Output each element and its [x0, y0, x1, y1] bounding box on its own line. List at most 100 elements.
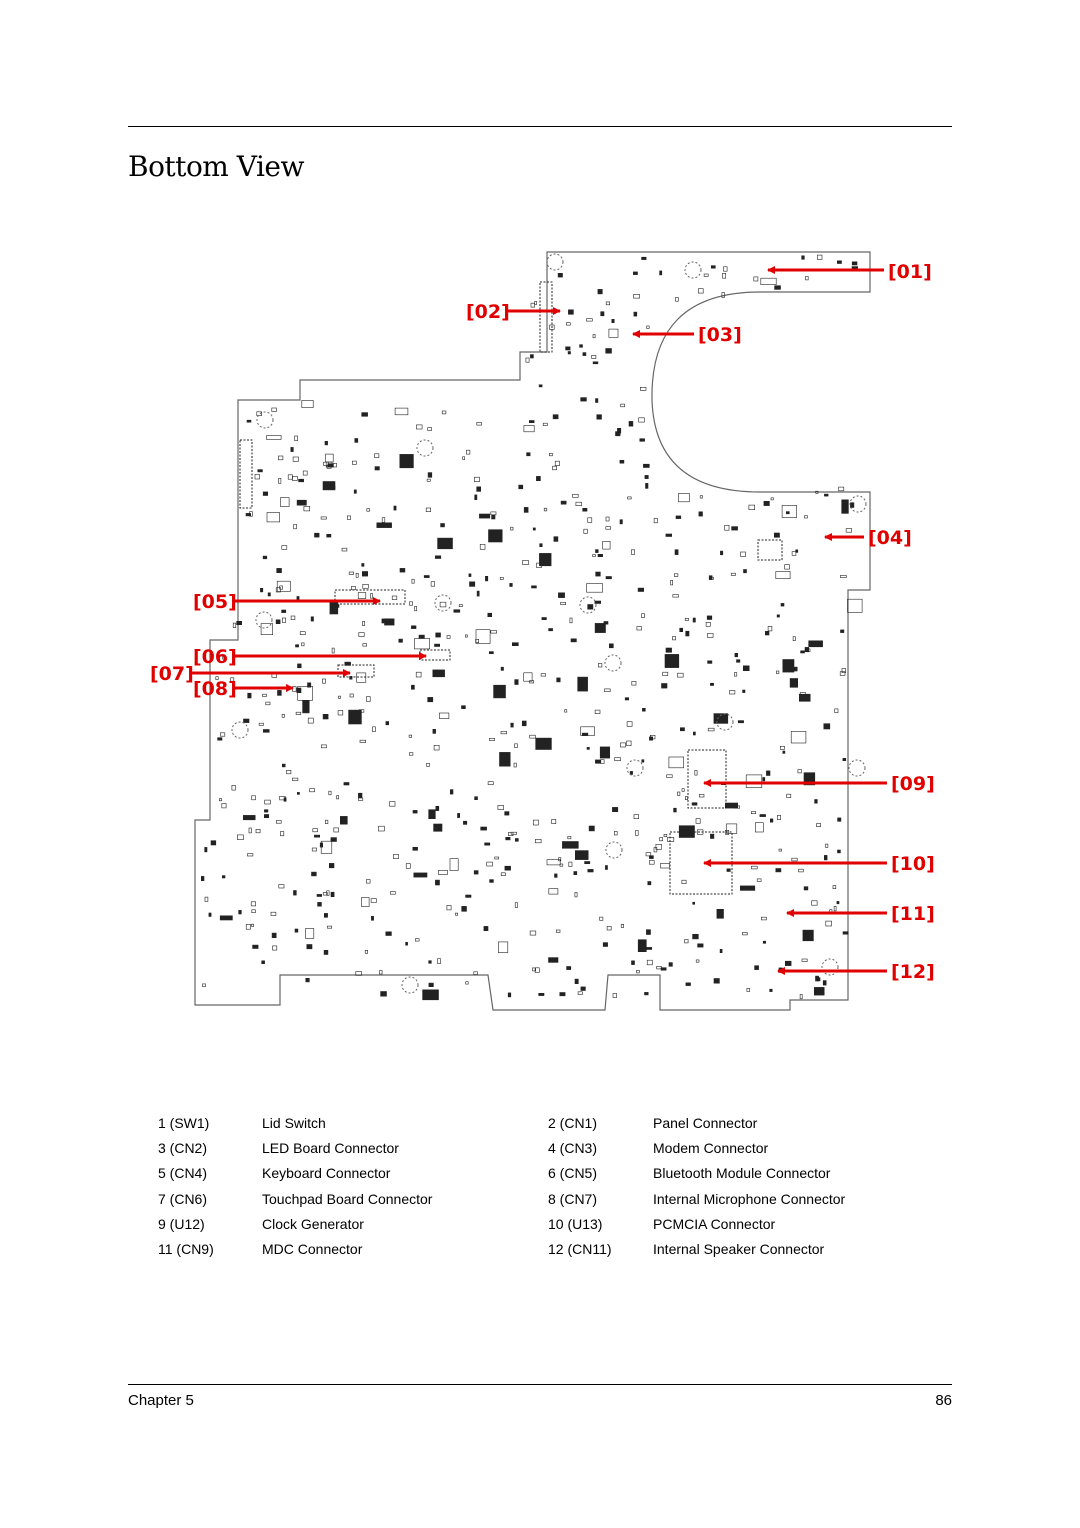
board-component — [507, 992, 512, 998]
board-component — [769, 988, 773, 992]
board-component — [439, 601, 447, 608]
board-component — [465, 981, 469, 985]
board-component — [243, 815, 256, 821]
board-component — [823, 723, 831, 730]
board-component — [414, 606, 417, 612]
board-component — [219, 798, 223, 802]
board-component — [577, 676, 588, 692]
board-component — [262, 555, 268, 560]
board-component — [803, 886, 809, 891]
board-component — [426, 478, 431, 482]
legend-name: MDC Connector — [262, 1241, 363, 1258]
board-component — [217, 737, 223, 741]
board-component — [243, 718, 250, 723]
board-component — [358, 792, 363, 799]
board-component — [564, 709, 568, 713]
board-component — [485, 575, 489, 582]
board-component — [839, 671, 846, 676]
board-component — [789, 678, 798, 688]
board-component — [552, 465, 557, 471]
board-component — [374, 466, 380, 471]
board-component — [667, 837, 675, 842]
board-component — [653, 847, 658, 853]
board-component — [742, 932, 748, 936]
board-component — [510, 831, 517, 835]
mounting-hole — [848, 759, 866, 777]
board-component — [748, 504, 756, 511]
board-component — [754, 822, 764, 833]
board-component — [380, 991, 387, 997]
board-component — [276, 580, 291, 592]
board-component — [393, 505, 397, 511]
board-component — [333, 827, 339, 833]
board-component — [504, 811, 510, 816]
board-component — [314, 834, 320, 838]
board-component — [335, 604, 340, 608]
board-component — [297, 686, 313, 701]
board-component — [801, 958, 808, 962]
board-component — [836, 901, 840, 905]
board-component — [626, 740, 632, 746]
board-component — [806, 648, 811, 653]
board-component — [272, 945, 278, 951]
board-component — [548, 957, 559, 963]
board-component — [596, 414, 602, 420]
board-component — [559, 863, 564, 867]
board-component — [612, 807, 619, 813]
board-component — [782, 659, 795, 673]
board-component — [426, 762, 430, 767]
legend-ref: 9 (U12) — [158, 1215, 205, 1232]
board-component — [641, 613, 645, 618]
board-component — [706, 615, 713, 620]
legend-ref: 2 (CN1) — [548, 1114, 598, 1131]
board-component — [392, 854, 399, 859]
board-component — [222, 875, 226, 879]
board-component — [399, 568, 406, 573]
board-component — [476, 486, 482, 492]
board-component — [760, 277, 777, 286]
mounting-hole — [821, 958, 839, 976]
board-component — [775, 868, 782, 873]
board-component — [602, 942, 608, 947]
board-component — [614, 757, 621, 761]
board-component — [270, 911, 277, 916]
board-component — [549, 324, 555, 330]
board-component — [499, 577, 504, 580]
board-component — [287, 474, 293, 480]
board-component — [584, 861, 591, 865]
board-component — [582, 507, 588, 512]
board-component — [381, 517, 386, 523]
board-component — [823, 855, 828, 861]
board-component — [594, 623, 606, 633]
legend-name: Internal Microphone Connector — [653, 1190, 846, 1207]
board-component — [817, 254, 823, 260]
board-component — [302, 470, 308, 476]
board-component — [681, 788, 685, 792]
board-component — [526, 452, 531, 457]
board-component — [293, 524, 297, 530]
board-component — [804, 515, 808, 519]
legend-name: Keyboard Connector — [262, 1165, 391, 1182]
board-component — [267, 592, 271, 597]
board-component — [724, 802, 738, 809]
board-component — [294, 928, 299, 933]
board-component — [695, 959, 700, 963]
board-component — [833, 906, 837, 912]
board-component — [620, 403, 625, 408]
board-component — [323, 461, 329, 466]
mounting-hole — [626, 759, 644, 777]
board-component — [433, 744, 440, 751]
board-component — [275, 820, 282, 824]
board-component — [745, 774, 763, 788]
board-component — [629, 771, 633, 775]
board-component — [597, 663, 603, 668]
board-component — [303, 505, 310, 512]
board-component — [362, 583, 369, 589]
board-component — [427, 427, 433, 431]
board-component — [439, 712, 450, 719]
board-component — [305, 977, 310, 983]
board-component — [354, 438, 359, 443]
board-component — [518, 484, 524, 490]
